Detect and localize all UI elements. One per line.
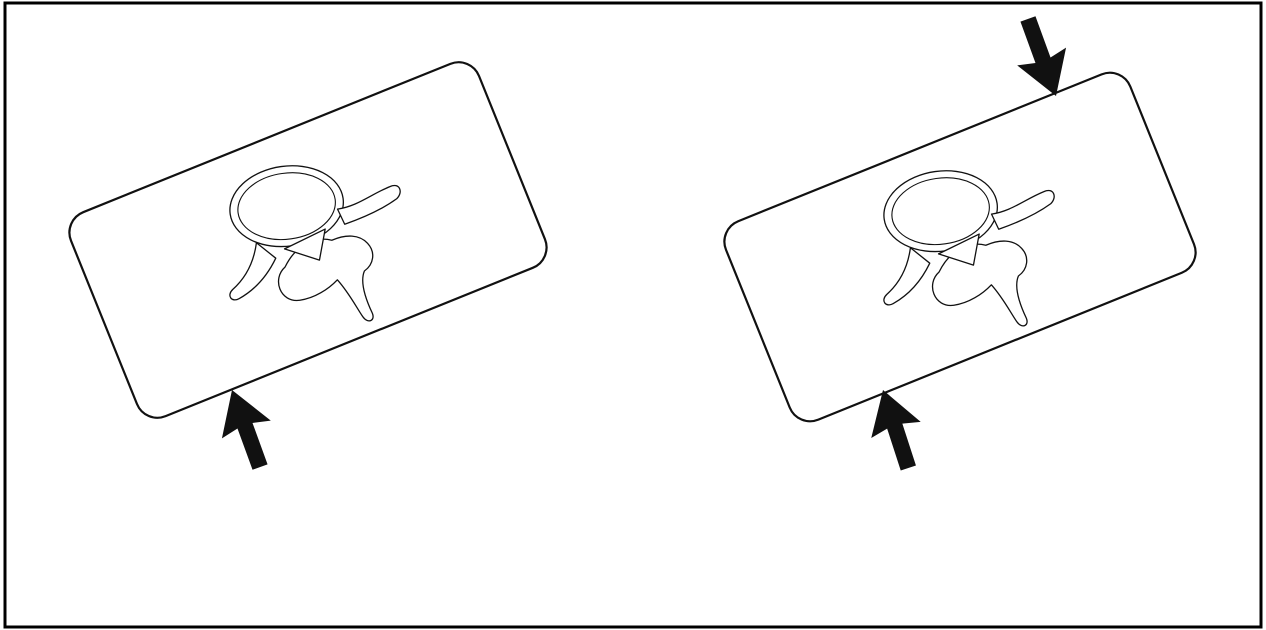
figure-canvas [0, 0, 1266, 630]
